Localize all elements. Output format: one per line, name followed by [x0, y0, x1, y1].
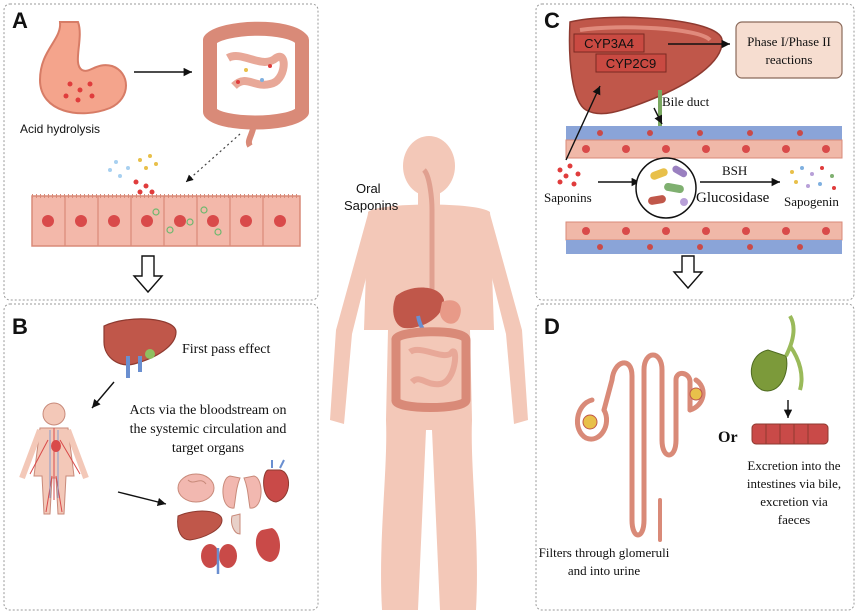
gut-segment-icon: [751, 423, 829, 445]
glomeruli-line-1: Filters through glomeruli: [539, 545, 670, 560]
glomerulus-icons: [582, 387, 703, 430]
panel-d-letter: D: [544, 314, 560, 339]
dotted-arrow-to-epithelium: [185, 133, 241, 183]
bacteria-icon: [635, 157, 697, 219]
glomeruli-line-2: and into urine: [568, 563, 640, 578]
glucosidase-label: Glucosidase: [696, 190, 770, 206]
excretion-line-2: intestines via bile,: [747, 476, 841, 491]
cyp2c9-box: [595, 53, 667, 73]
cyp3a4-label: CYP3A4: [584, 36, 634, 51]
target-organs-icon: [177, 459, 289, 574]
hollow-arrow-a-to-b: [132, 255, 164, 294]
panel-b-border: [3, 303, 319, 611]
acid-hydrolysis-label: Acid hydrolysis: [20, 122, 100, 136]
bsh-label: BSH: [722, 163, 747, 178]
oral-saponins-line-1: Oral: [356, 181, 381, 196]
saponin-dots-icon: [557, 163, 581, 187]
systemic-line-3: target organs: [172, 441, 244, 456]
systemic-line-2: the systemic circulation and: [130, 422, 287, 437]
phase-box: [735, 21, 843, 79]
bile-duct-label: Bile duct: [662, 94, 710, 109]
cyp3a4-box: [573, 33, 645, 53]
panel-a-border: [3, 3, 319, 301]
arrow-body-to-organs: [117, 491, 167, 507]
gallbladder-icon: [750, 314, 804, 392]
sapogenin-dots-icon: [790, 166, 836, 190]
human-vascular-icon: [19, 402, 89, 515]
saponins-label: Saponins: [544, 190, 592, 205]
sapogenin-label: Sapogenin: [784, 194, 839, 209]
phase-line-2: reactions: [766, 52, 813, 67]
kidney-nephron-icon: [575, 352, 706, 542]
panel-d-border: [535, 303, 855, 611]
systemic-line-1: Acts via the bloodstream on: [129, 403, 286, 418]
intestine-icon: [203, 21, 309, 148]
panel-b-letter: B: [12, 314, 28, 339]
phase-line-1: Phase I/Phase II: [747, 34, 831, 49]
oral-saponins-line-2: Saponins: [344, 198, 399, 213]
epithelium-icon: [31, 194, 301, 247]
panel-c-letter: C: [544, 8, 560, 33]
human-body-icon: [330, 136, 528, 610]
arrow-liver-to-body: [91, 381, 115, 409]
panel-a-letter: A: [12, 8, 28, 33]
panel-c-border: [535, 3, 855, 301]
or-label: Or: [718, 429, 738, 446]
stomach-icon: [38, 21, 127, 115]
cyp2c9-label: CYP2C9: [606, 56, 657, 71]
intestinal-wall-top-icon: [565, 126, 843, 159]
intestinal-wall-bottom-icon: [565, 221, 843, 254]
arrow-bile-duct: [653, 107, 663, 125]
absorbed-particles-icon: [108, 154, 158, 195]
excretion-line-3: excretion via: [760, 494, 828, 509]
arrow-saponins-to-liver: [565, 85, 601, 161]
excretion-line-4: faeces: [778, 512, 810, 527]
hollow-arrow-c-to-d: [672, 255, 704, 290]
first-pass-label: First pass effect: [182, 342, 270, 357]
liver-icon: [103, 318, 177, 378]
excretion-line-1: Excretion into the: [747, 458, 840, 473]
